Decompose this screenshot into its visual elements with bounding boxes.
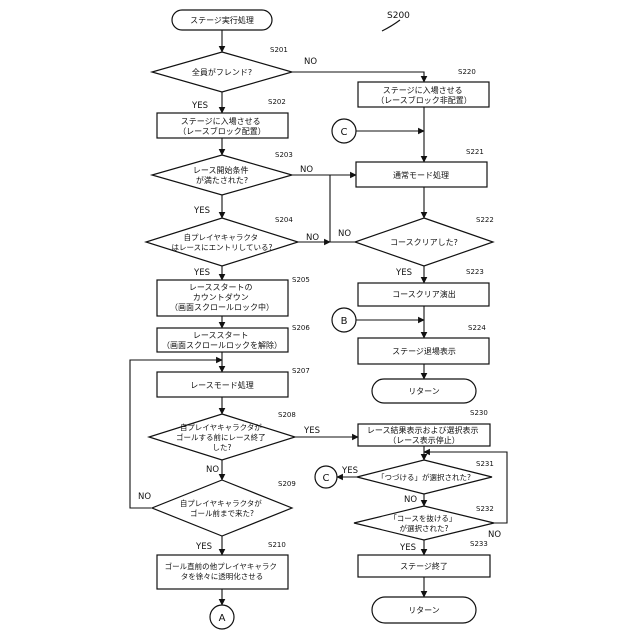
return1-label: リターン (408, 387, 440, 396)
s209-yes-label: YES (195, 542, 212, 552)
s203-yes-label: YES (193, 206, 210, 216)
s222-step: S222 (476, 216, 494, 224)
s201-no-label: NO (304, 57, 317, 67)
s221-step: S221 (466, 148, 484, 156)
s206-step: S206 (292, 324, 310, 332)
s221-label: 通常モード処理 (393, 170, 449, 180)
s231-step: S231 (476, 460, 494, 468)
s209-no-label: NO (138, 492, 151, 502)
s204-yes-label: YES (193, 268, 210, 278)
s231-label: 「つづける」が選択された? (377, 472, 471, 482)
s210-step: S210 (268, 541, 286, 549)
connector-b-label: B (341, 316, 348, 327)
s207-step: S207 (292, 367, 310, 375)
s203-decision (152, 155, 292, 195)
figure-ref-leader (382, 20, 400, 31)
edge-s201-no-s220 (292, 72, 424, 82)
s232-decision (354, 506, 494, 540)
connector-c-bottom-label: C (323, 473, 330, 484)
s208-step: S208 (278, 411, 296, 419)
s223-label: コースクリア演出 (392, 289, 456, 299)
s220-step: S220 (458, 68, 476, 76)
return2-label: リターン (408, 606, 440, 615)
s222-yes-label: YES (395, 268, 412, 278)
s223-step: S223 (466, 268, 484, 276)
s233-step: S233 (470, 540, 488, 548)
s204-step: S204 (275, 216, 293, 224)
s224-step: S224 (468, 324, 486, 332)
s205-step: S205 (292, 276, 310, 284)
s208-no-label: NO (206, 465, 219, 475)
figure-ref-label: S200 (387, 11, 410, 21)
figure-ref: S200 (382, 11, 410, 31)
s224-label: ステージ退場表示 (392, 346, 456, 356)
s232-step: S232 (476, 505, 494, 513)
s203-no-label: NO (300, 165, 313, 175)
s209-step: S209 (278, 480, 296, 488)
s204-decision (146, 218, 298, 266)
s231-yes-label: YES (341, 466, 358, 476)
s201-label: 全員がフレンド? (192, 67, 252, 77)
s204-no-label: NO (306, 233, 319, 243)
connector-a-label: A (219, 613, 226, 624)
s202-step: S202 (268, 98, 286, 106)
s231-no-label: NO (404, 495, 417, 505)
s203-step: S203 (275, 151, 293, 159)
s233-label: ステージ終了 (400, 561, 448, 571)
s201-yes-label: YES (191, 101, 208, 111)
s208-yes-label: YES (303, 426, 320, 436)
s230-step: S230 (470, 409, 488, 417)
s201-step: S201 (270, 46, 288, 54)
s232-yes-label: YES (399, 543, 416, 553)
s222-label: コースクリアした? (390, 238, 458, 247)
s207-label: レースモード処理 (190, 380, 254, 390)
connector-c-top-label: C (341, 127, 348, 138)
start-label: ステージ実行処理 (190, 15, 254, 25)
s209-decision (152, 480, 292, 536)
s222-no-label: NO (338, 229, 351, 239)
s232-no-label: NO (488, 530, 501, 540)
